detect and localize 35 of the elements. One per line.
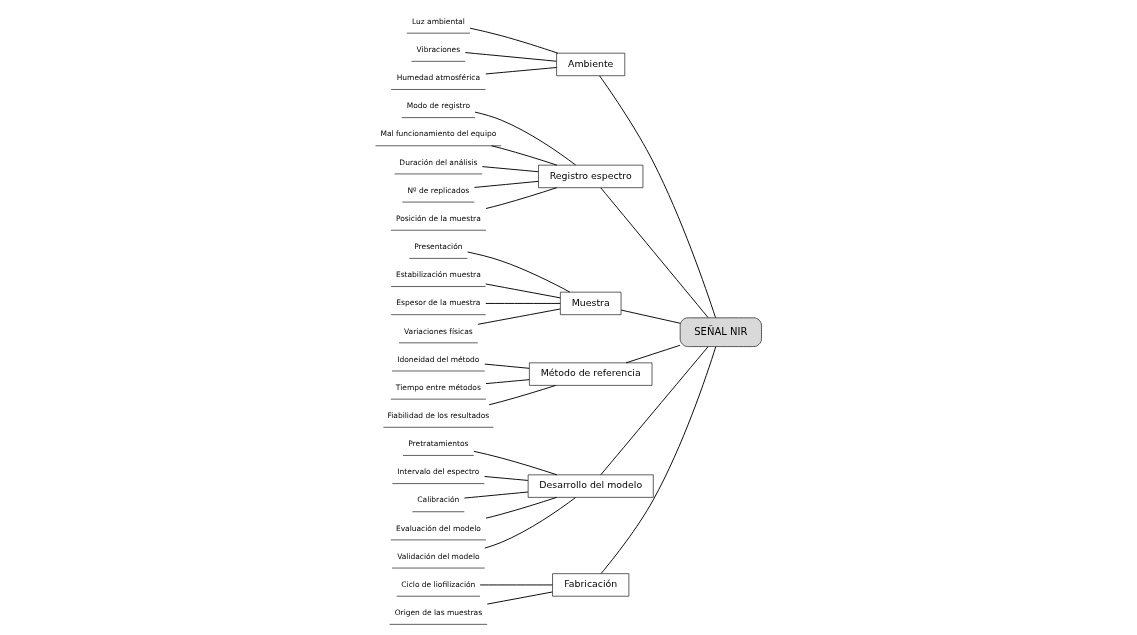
connector [473,180,539,188]
connector [486,591,553,605]
node-box: Desarrollo del modelo [527,474,654,498]
connector [467,251,571,293]
connector [479,584,553,586]
connector [469,27,559,54]
connector [464,491,529,499]
connector [485,302,561,304]
connector [599,75,716,319]
connector [484,476,529,481]
connector [485,283,561,299]
node-box: Muestra [560,291,622,315]
connector [477,308,561,325]
connector [485,379,530,385]
connector [485,496,558,519]
connector [600,346,717,574]
connector [481,166,539,173]
connector [473,450,558,476]
connector [600,187,709,319]
connector [484,363,530,369]
node-box: Registro espectro [538,164,644,188]
connector [600,346,709,476]
node-box: Método de referencia [529,362,653,386]
node-box: Fabricación [552,573,630,597]
connector [485,187,558,209]
connector [625,344,681,364]
connector [485,67,557,75]
connector [474,111,577,166]
node-box: SEÑAL NIR [679,317,762,347]
connector [491,145,558,166]
node-box: Ambiente [556,52,626,77]
connector [464,52,557,62]
connector [620,309,681,324]
connector [488,384,557,406]
connector [484,497,576,549]
